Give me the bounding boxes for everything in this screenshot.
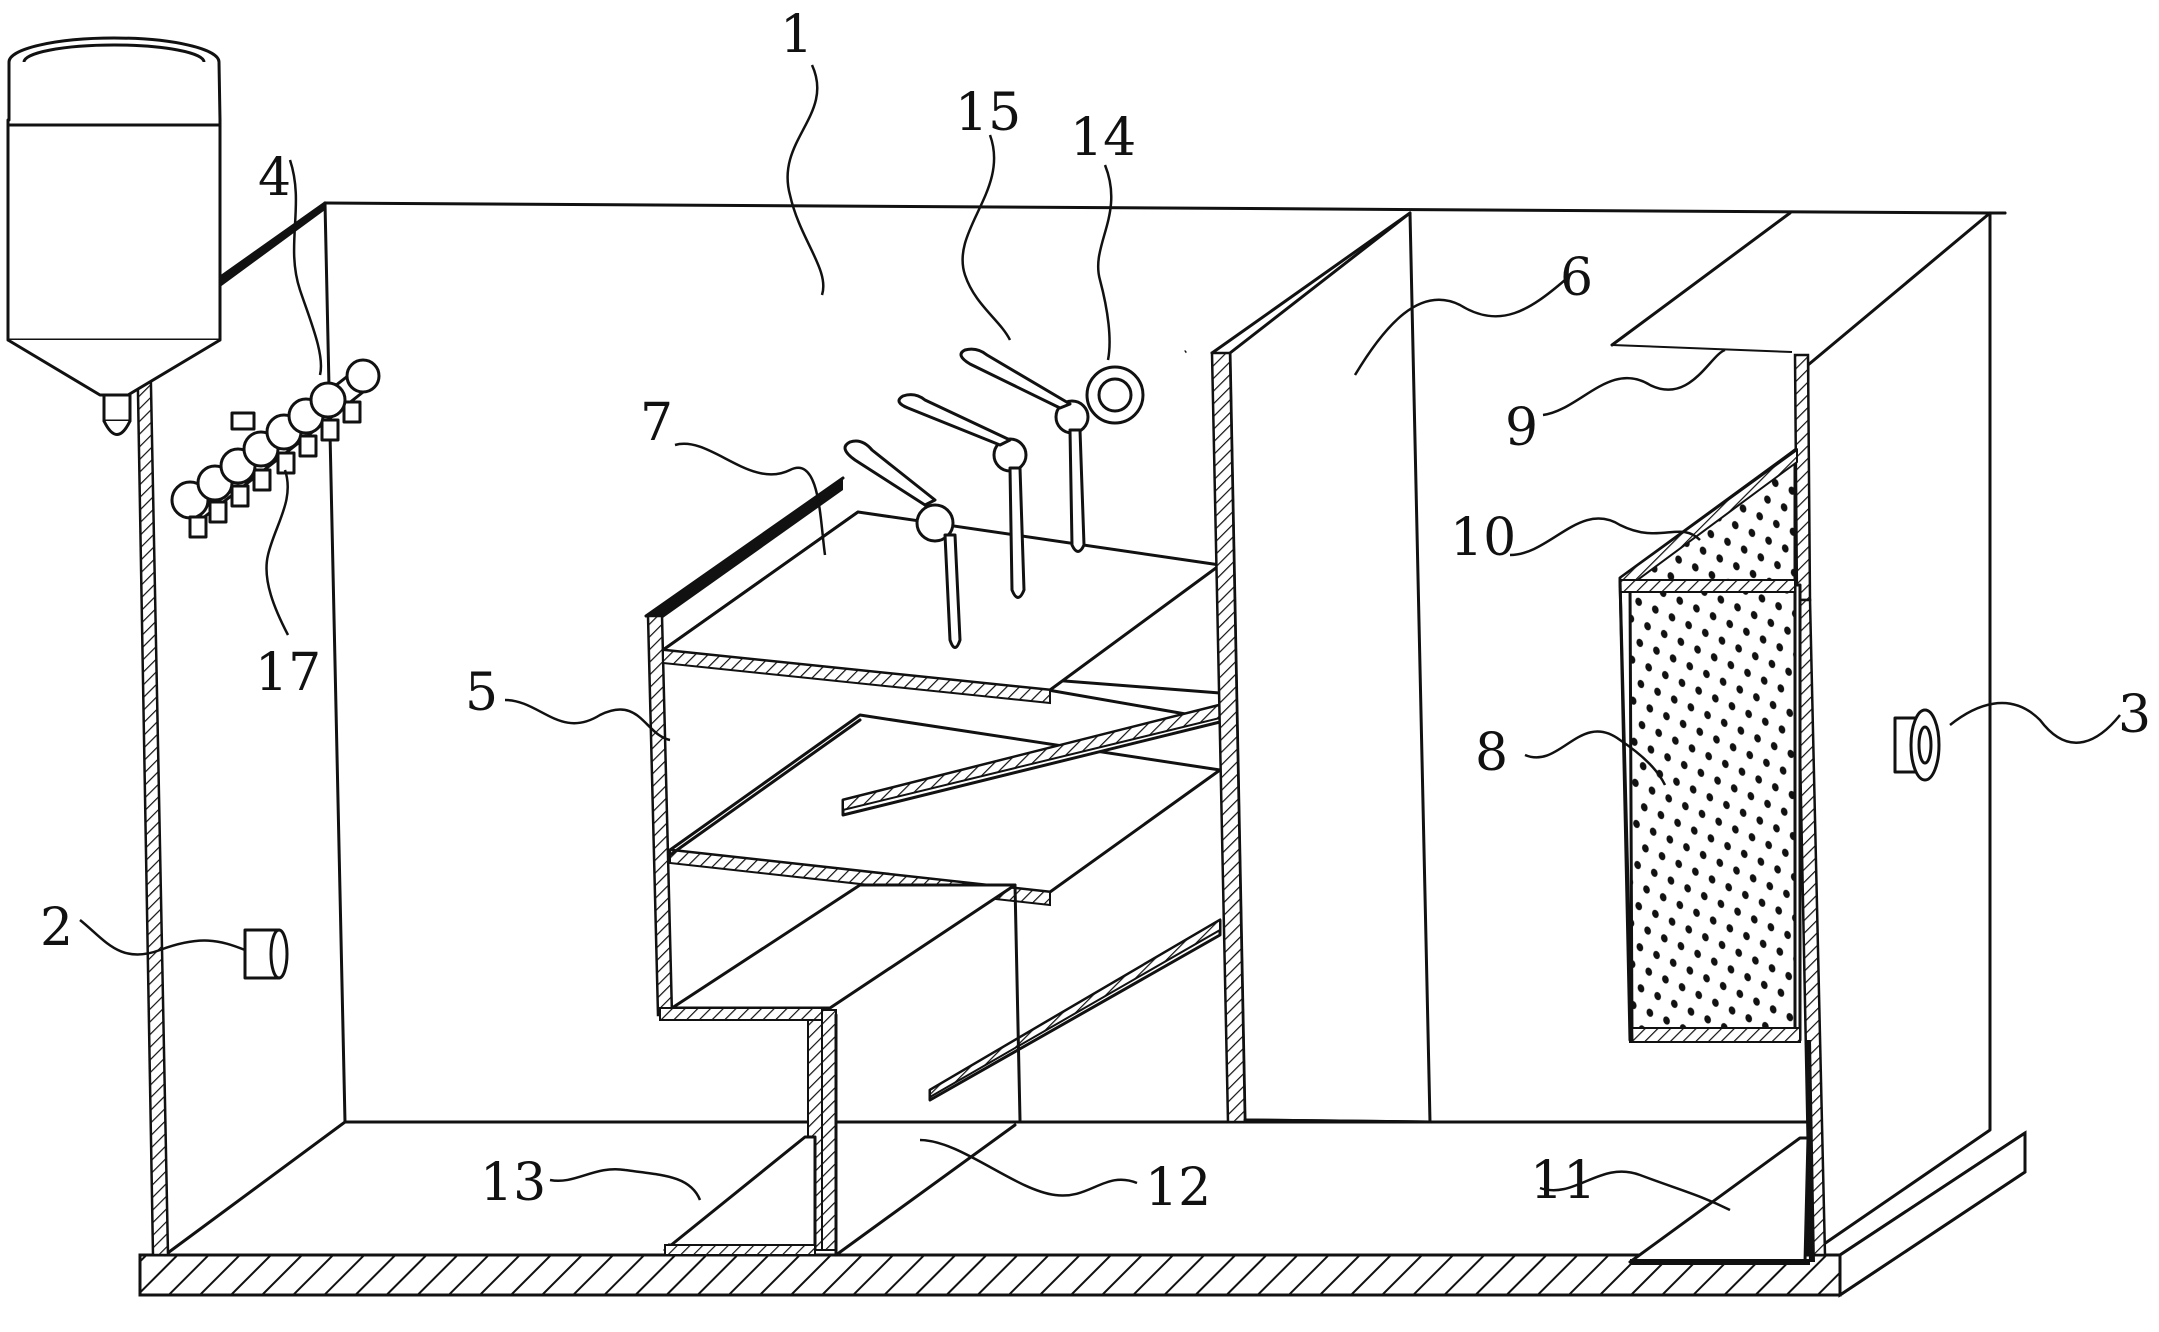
filter-cage <box>1618 446 1802 1043</box>
label-7: 7 <box>640 393 673 453</box>
label-10: 10 <box>1450 508 1516 568</box>
label-1: 1 <box>780 5 813 65</box>
outlet-weir <box>1628 1039 1815 1265</box>
label-2: 2 <box>40 898 73 958</box>
part-labels: 1 2 3 4 5 6 7 8 9 10 11 12 13 14 15 17 <box>40 5 2151 1218</box>
label-5: 5 <box>465 663 498 723</box>
label-8: 8 <box>1475 723 1508 783</box>
leader-lines <box>79 64 2121 1212</box>
label-17: 17 <box>255 643 321 703</box>
label-3: 3 <box>2118 685 2151 745</box>
partition-wall <box>1210 211 1432 1124</box>
aerator-shaft <box>843 347 1187 649</box>
nozzle-row <box>188 381 362 539</box>
label-12: 12 <box>1145 1158 1211 1218</box>
label-9: 9 <box>1505 398 1538 458</box>
outlet-port <box>1893 708 1941 782</box>
label-15: 15 <box>955 83 1021 143</box>
label-14: 14 <box>1070 108 1136 168</box>
label-11: 11 <box>1530 1151 1596 1211</box>
hopper <box>6 36 222 436</box>
inclined-plate-settler <box>644 476 1222 1257</box>
label-4: 4 <box>258 148 291 208</box>
base-plate <box>138 1130 2027 1298</box>
spray-pipe <box>170 358 381 539</box>
inlet-port <box>243 928 289 980</box>
label-6: 6 <box>1560 248 1593 308</box>
label-13: 13 <box>480 1153 546 1213</box>
